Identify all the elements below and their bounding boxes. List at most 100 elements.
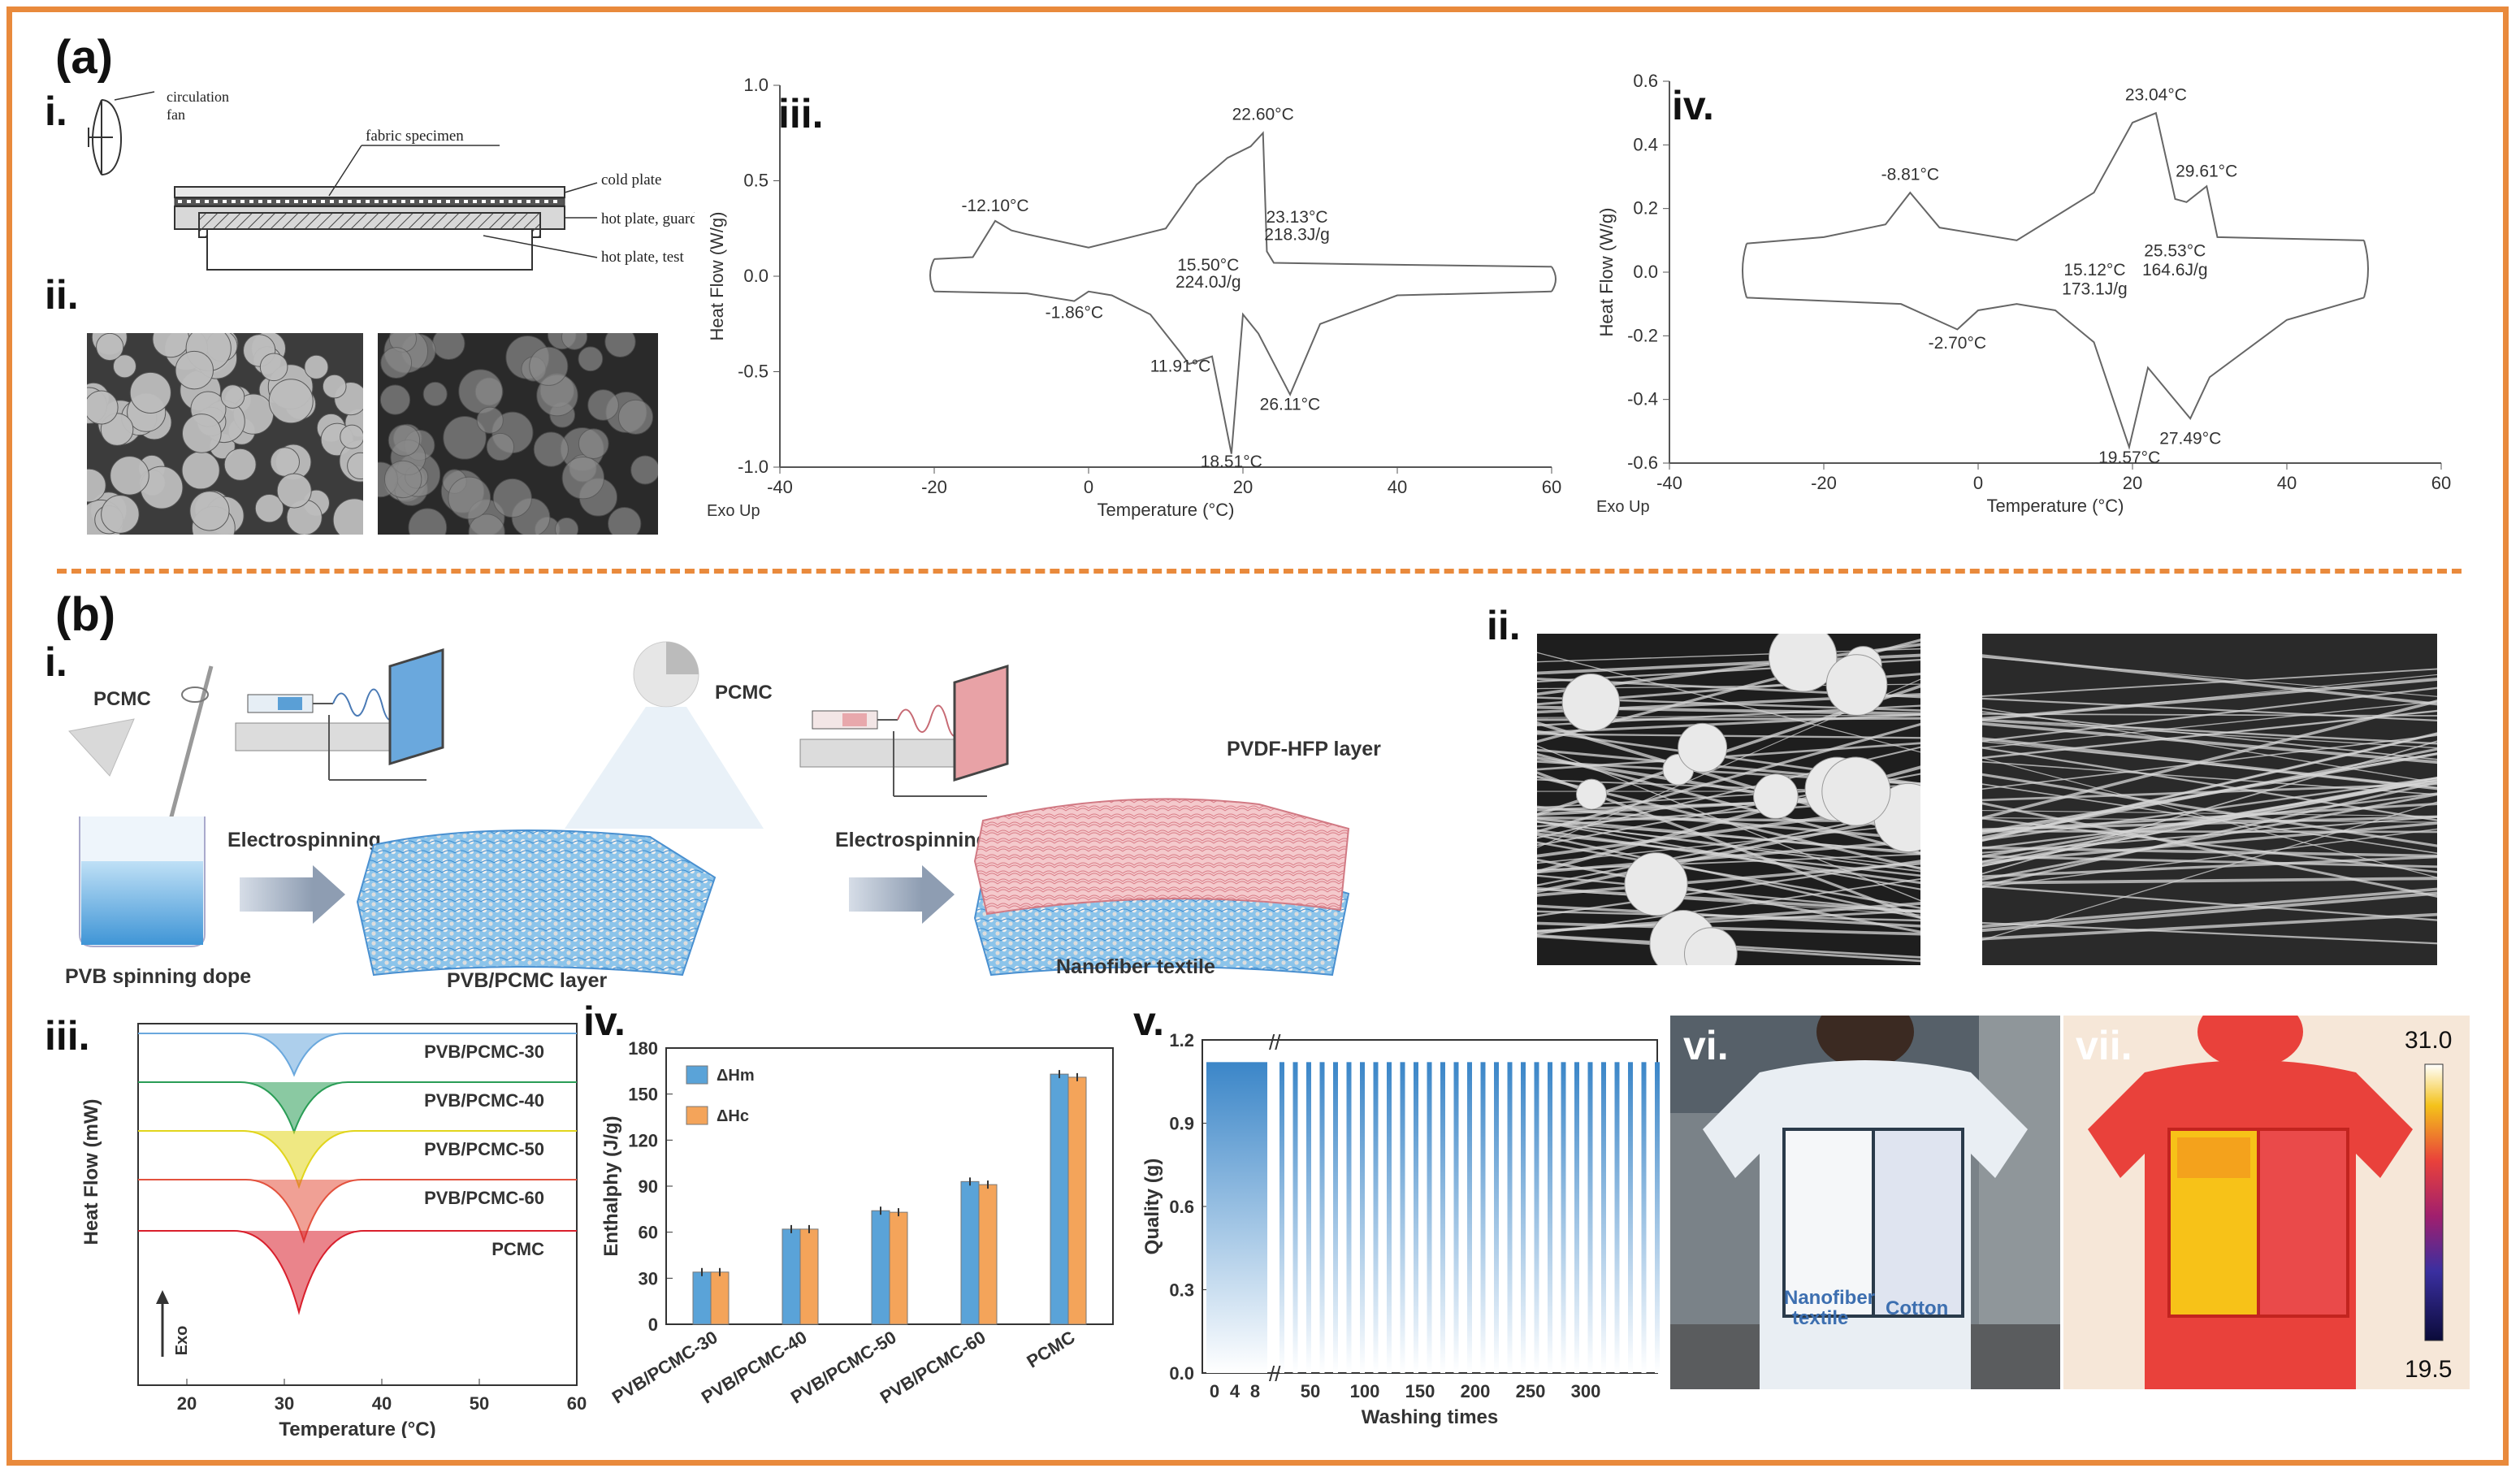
- fiber: [1537, 888, 1920, 916]
- fiber: [1537, 861, 1920, 897]
- fiber: [1537, 742, 1920, 771]
- scale-max-label: 31.0: [2405, 1027, 2452, 1054]
- fiber: [1537, 858, 1920, 933]
- quality-bar: [1319, 1062, 1325, 1373]
- fiber: [1982, 668, 2437, 697]
- quality-bar: [1467, 1062, 1472, 1373]
- microsphere: [332, 498, 363, 535]
- peak-annotation: 23.04°C: [2125, 86, 2187, 105]
- fiber: [1982, 821, 2437, 864]
- x-tick-label: 300: [1571, 1381, 1601, 1401]
- x-tick-label: -20: [1811, 473, 1837, 493]
- panel-a-i-label: i.: [45, 89, 67, 134]
- y-axis-title: Heat Flow (W/g): [707, 212, 727, 341]
- curve-joint: [1742, 243, 1747, 298]
- trace-label: PVB/PCMC-50: [424, 1139, 544, 1159]
- peak-annotation: 164.6J/g: [2142, 261, 2208, 279]
- exo-arrow-head: [156, 1290, 169, 1304]
- fiber: [1982, 737, 2437, 790]
- cotton-photo-label: Cotton: [1886, 1297, 1948, 1319]
- quality-bar: [1628, 1062, 1633, 1373]
- microsphere: [181, 451, 220, 490]
- x-tick-label: 20: [177, 1393, 197, 1414]
- fiber: [1982, 711, 2437, 760]
- y-axis-title: Heat Flow (W/g): [1596, 208, 1617, 337]
- scale-min-label: 19.5: [2405, 1356, 2452, 1383]
- peak-annotation: 218.3J/g: [1264, 225, 1330, 244]
- y-tick-label: 90: [639, 1176, 658, 1197]
- microsphere: [561, 333, 588, 350]
- y-axis-title: Heat Flow (mW): [80, 1099, 102, 1245]
- quality-bar: [1414, 1062, 1418, 1373]
- fiber: [1982, 656, 2437, 697]
- microsphere: [388, 424, 421, 457]
- fiber: [1537, 853, 1920, 871]
- x-tick-label: 40: [2277, 473, 2297, 493]
- fiber: [1537, 730, 1920, 786]
- x-tick-label: 20: [1233, 477, 1253, 497]
- pcmc-label-mid: PCMC: [715, 682, 773, 704]
- microsphere: [223, 448, 257, 481]
- fiber: [1982, 781, 2437, 888]
- fiber: [1982, 678, 2437, 721]
- trace-label: PVB/PCMC-60: [424, 1188, 544, 1208]
- quality-bar: [1587, 1062, 1593, 1373]
- fan-label-line1: circulation: [167, 89, 229, 105]
- microsphere: [476, 406, 504, 434]
- quality-bar: [1440, 1062, 1445, 1373]
- cooling-curve: [933, 131, 1552, 268]
- x-tick-label: -40: [767, 477, 793, 497]
- heating-curve: [1746, 297, 2365, 451]
- x-tick-label: 50: [470, 1393, 489, 1414]
- microsphere: [432, 333, 465, 361]
- peak-annotation: 23.13°C: [1266, 208, 1327, 227]
- tshirt-photo: Nanofiber textile Cotton: [1670, 1016, 2060, 1389]
- legend-label: ΔHc: [717, 1107, 749, 1125]
- pvb-pcmc-layer-label: PVB/PCMC layer: [447, 969, 608, 991]
- microsphere: [448, 476, 491, 520]
- quality-bar: [1614, 1062, 1620, 1373]
- microsphere: [458, 369, 503, 414]
- y-tick-label: 0.0: [1633, 262, 1658, 282]
- microsphere: [408, 508, 448, 535]
- fiber: [1537, 752, 1920, 855]
- cooling-curve: [1746, 111, 2365, 245]
- peak-annotation: 11.91°C: [1150, 357, 1211, 376]
- fiber: [1982, 829, 2437, 834]
- fiber: [1982, 783, 2437, 854]
- x-tick-label: 8: [1250, 1381, 1260, 1401]
- microsphere: [220, 384, 245, 409]
- x-tick-label: 250: [1516, 1381, 1546, 1401]
- exo-up-label: Exo Up: [707, 502, 760, 520]
- microsphere: [347, 452, 363, 480]
- fiber: [1537, 910, 1920, 922]
- fiber: [1982, 828, 2437, 889]
- fiber: [1982, 721, 2437, 764]
- fiber: [1982, 654, 2437, 706]
- quality-bar: [1387, 1062, 1392, 1373]
- microsphere: [87, 468, 106, 503]
- fiber: [1982, 877, 2437, 885]
- quality-bar: [1279, 1062, 1284, 1373]
- quality-bar: [1521, 1062, 1526, 1373]
- panel-a-label: (a): [55, 31, 113, 84]
- quality-bar: [1655, 1062, 1660, 1373]
- peak-annotation: -2.70°C: [1929, 334, 1986, 353]
- fiber: [1537, 714, 1920, 718]
- fiber: [1982, 760, 2437, 795]
- x-tick-label: 40: [1388, 477, 1407, 497]
- hotplate-apparatus-diagram: circulation fan fabric specimen cold pla…: [88, 89, 695, 271]
- microsphere: [422, 381, 448, 407]
- fiber: [1537, 733, 1920, 739]
- fiber: [1537, 803, 1920, 858]
- microsphere: [129, 371, 171, 414]
- fiber: [1982, 921, 2437, 945]
- legend-swatch: [686, 1106, 708, 1125]
- fiber: [1537, 829, 1920, 885]
- microsphere: [96, 333, 124, 362]
- microsphere: [578, 346, 604, 372]
- y-tick-label: 60: [639, 1223, 658, 1243]
- y-tick-label: -0.2: [1627, 325, 1658, 345]
- y-tick-label: 30: [639, 1268, 658, 1289]
